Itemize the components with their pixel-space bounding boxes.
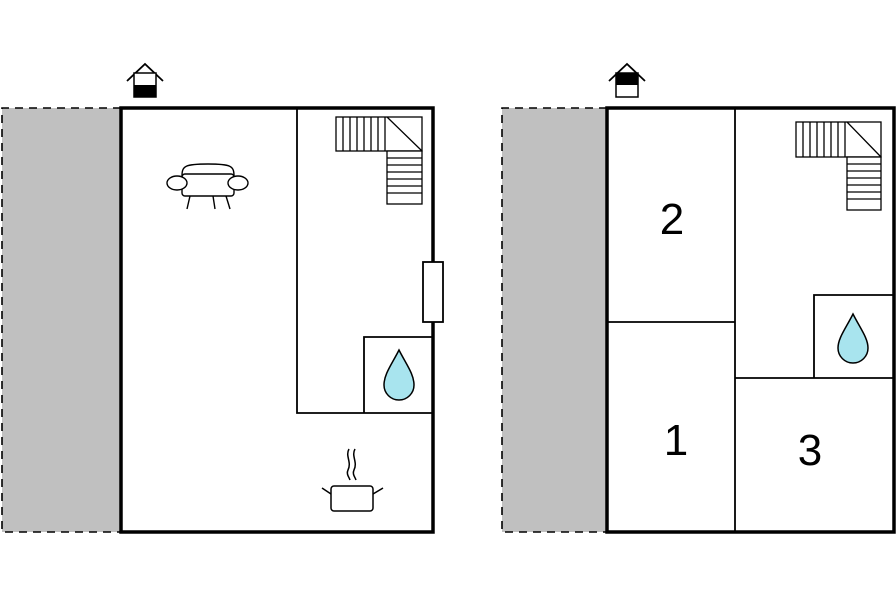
window-icon xyxy=(422,261,444,323)
outer-wall xyxy=(119,106,435,534)
ground-floor-plan xyxy=(1,62,444,534)
terrace-outline xyxy=(501,107,607,533)
room-number: 1 xyxy=(664,416,688,465)
outer-wall xyxy=(605,106,896,534)
room-number: 3 xyxy=(798,426,822,475)
room-number: 2 xyxy=(660,195,684,244)
bathroom-water-drop-icon xyxy=(383,348,415,401)
kitchen-pot-icon xyxy=(321,448,384,512)
bathroom-water-drop-icon xyxy=(837,312,869,364)
stairs-icon xyxy=(335,116,423,205)
terrace xyxy=(2,108,121,532)
upper-floor-plan: 2 1 3 xyxy=(501,62,896,534)
sofa-icon xyxy=(166,163,249,210)
bathroom-wall xyxy=(813,294,894,378)
terrace xyxy=(502,108,607,532)
terrace-outline xyxy=(1,107,121,533)
house-ground-floor-icon xyxy=(126,62,164,98)
house-upper-floor-icon xyxy=(608,62,646,98)
inner-wall xyxy=(296,108,433,414)
stairs-icon xyxy=(795,121,882,211)
bathroom-wall xyxy=(363,336,433,413)
